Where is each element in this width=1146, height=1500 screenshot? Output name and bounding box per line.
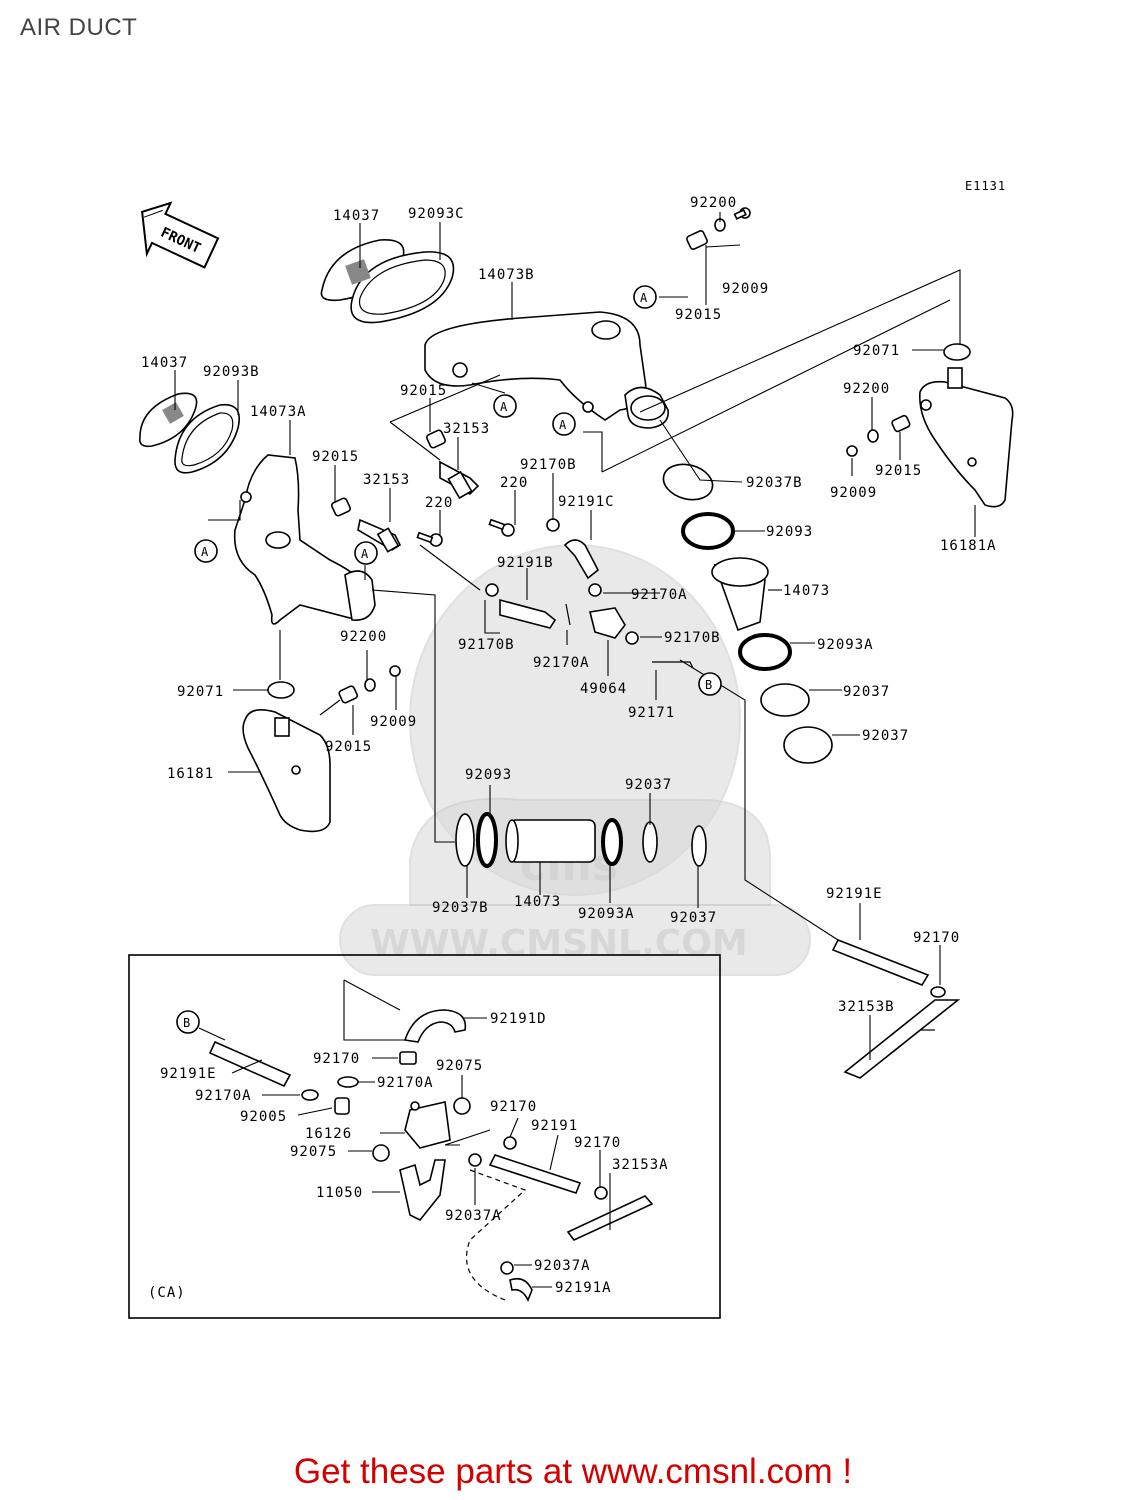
label-14073-c: 14073	[514, 894, 561, 910]
callout-b-1: B	[705, 678, 713, 692]
label-92037-c2: 92037	[670, 910, 717, 926]
label-92093b: 92093B	[203, 364, 260, 380]
label-92015-low: 92015	[325, 739, 372, 755]
label-16181a: 16181A	[940, 538, 997, 554]
label-92093a-c: 92093A	[578, 906, 635, 922]
label-92170b-top: 92170B	[520, 457, 577, 473]
label-92037b-c: 92037B	[432, 900, 489, 916]
label-92093-right: 92093	[766, 524, 813, 540]
label-92191c: 92191C	[558, 494, 615, 510]
label-92093-c: 92093	[465, 767, 512, 783]
label-92037-r1: 92037	[843, 684, 890, 700]
label-i-11050: 11050	[316, 1185, 363, 1201]
callout-a-4: A	[201, 545, 209, 559]
page-title: AIR DUCT	[20, 14, 138, 41]
label-92191b: 92191B	[497, 555, 554, 571]
label-92200-right: 92200	[843, 381, 890, 397]
label-92071-left: 92071	[177, 684, 224, 700]
air-filter-element-left	[138, 392, 240, 474]
label-92093a-right: 92093A	[817, 637, 874, 653]
label-i-92037a-a: 92037A	[445, 1208, 502, 1224]
small-parts	[267, 207, 971, 704]
front-arrow-icon: FRONT	[141, 201, 220, 269]
label-92071-right: 92071	[853, 343, 900, 359]
air-duct-left-14073A	[233, 454, 376, 625]
diagram-code: E1131	[965, 179, 1006, 193]
label-i-92170-a: 92170	[313, 1051, 360, 1067]
label-92191e-r: 92191E	[826, 886, 883, 902]
label-92170a-mid: 92170A	[631, 587, 688, 603]
callout-b-2: B	[183, 1016, 191, 1030]
label-92170a-low: 92170A	[533, 655, 590, 671]
label-i-92005: 92005	[240, 1109, 287, 1125]
inset-ca: (CA) B	[128, 954, 721, 1319]
label-i-92191d: 92191D	[490, 1011, 547, 1027]
label-i-92170-b: 92170	[490, 1099, 537, 1115]
cover-right-16181A	[918, 367, 1014, 508]
part-labels: 14037 92093C 14073B 92200 92009 92015 92…	[141, 195, 997, 1015]
label-92037b-right: 92037B	[746, 475, 803, 491]
label-92015-top: 92015	[675, 307, 722, 323]
label-i-92191a: 92191A	[555, 1280, 612, 1296]
label-i-32153a: 32153A	[612, 1157, 669, 1173]
watermark-text: WWW.CMSNL.COM	[370, 923, 748, 964]
label-92015-mid: 92015	[400, 383, 447, 399]
label-92009-left: 92009	[370, 714, 417, 730]
label-92037-r2: 92037	[862, 728, 909, 744]
label-i-92191e: 92191E	[160, 1066, 217, 1082]
label-92009-right: 92009	[830, 485, 877, 501]
callouts: A A A A A B	[194, 285, 722, 696]
label-220-b: 220	[425, 495, 453, 511]
label-92171: 92171	[628, 705, 675, 721]
label-92015-left: 92015	[312, 449, 359, 465]
callout-a-1: A	[640, 291, 648, 305]
label-i-92170-c: 92170	[574, 1135, 621, 1151]
label-i-92191: 92191	[531, 1118, 578, 1134]
label-32153-a: 32153	[443, 421, 490, 437]
label-92170-r: 92170	[913, 930, 960, 946]
label-92037-c: 92037	[625, 777, 672, 793]
label-220-a: 220	[500, 475, 528, 491]
parts-diagram: cms WWW.CMSNL.COM E1131 FRONT	[128, 179, 1014, 1319]
breather-right-group	[831, 938, 961, 1079]
air-duct-upper-14073B	[424, 311, 669, 429]
label-i-92170a-b: 92170A	[195, 1088, 252, 1104]
label-14037-top: 14037	[333, 208, 380, 224]
leader-lines	[174, 212, 976, 1060]
air-filter-element-top	[320, 239, 455, 324]
label-16181: 16181	[167, 766, 214, 782]
center-duct-row	[455, 812, 707, 868]
label-32153b: 32153B	[838, 999, 895, 1015]
label-i-92170a-a: 92170A	[377, 1075, 434, 1091]
label-i-16126: 16126	[305, 1126, 352, 1142]
label-i-92037a-b: 92037A	[534, 1258, 591, 1274]
label-92093c: 92093C	[408, 206, 465, 222]
cover-left-16181	[242, 709, 331, 833]
callout-a-2: A	[500, 400, 508, 414]
clamps-right-column	[662, 463, 833, 764]
footer-link[interactable]: Get these parts at www.cmsnl.com !	[293, 1452, 853, 1491]
callout-a-5: A	[361, 547, 369, 561]
label-i-92075-a: 92075	[436, 1058, 483, 1074]
label-92170b-left: 92170B	[458, 637, 515, 653]
label-i-92075-b: 92075	[290, 1144, 337, 1160]
label-14037-left: 14037	[141, 355, 188, 371]
label-92200-top: 92200	[690, 195, 737, 211]
label-92015-right: 92015	[875, 463, 922, 479]
label-14073b: 14073B	[478, 267, 535, 283]
label-32153-b: 32153	[363, 472, 410, 488]
label-14073-right: 14073	[783, 583, 830, 599]
label-14073a: 14073A	[250, 404, 307, 420]
label-92200-left: 92200	[340, 629, 387, 645]
label-49064: 49064	[580, 681, 627, 697]
inset-label: (CA)	[148, 1285, 186, 1301]
label-92170b-mid: 92170B	[664, 630, 721, 646]
callout-a-3: A	[559, 418, 567, 432]
label-92009-top: 92009	[722, 281, 769, 297]
